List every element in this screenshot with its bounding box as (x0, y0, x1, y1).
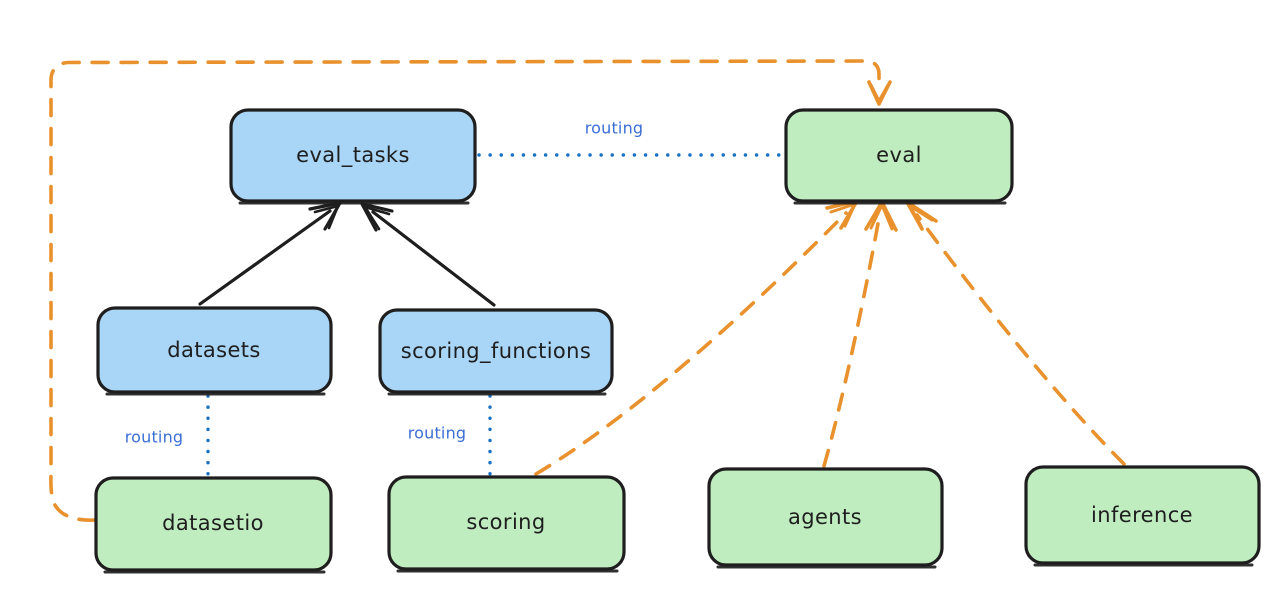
node-eval-tasks-box[interactable] (229, 108, 477, 203)
node-agents[interactable]: agents (707, 467, 944, 569)
node-inference[interactable]: inference (1024, 465, 1261, 567)
edge-datasets-datasetio: routing (125, 394, 210, 477)
node-scoring-label: scoring (466, 510, 545, 534)
node-agents-box[interactable] (707, 467, 944, 567)
edge-inference-eval-line (915, 213, 1126, 466)
edge-scoring-eval-arrowhead-2 (829, 202, 857, 228)
node-eval-tasks[interactable]: eval_tasks (229, 108, 477, 205)
edge-datasets-eval-tasks-line (198, 209, 332, 306)
node-layer: eval_tasks eval datasets scoring_functio… (94, 108, 1261, 574)
node-datasetio[interactable]: datasetio (94, 476, 333, 574)
edge-datasetio-eval-arrowhead-2 (869, 83, 890, 103)
edge-label-routing-1: routing (585, 119, 644, 138)
node-datasetio-label: datasetio (162, 511, 264, 535)
node-eval-box[interactable] (784, 108, 1014, 203)
edge-agents-eval (822, 200, 898, 468)
node-datasets-box[interactable] (96, 306, 333, 394)
edge-inference-eval (905, 200, 1126, 466)
node-inference-box[interactable] (1024, 465, 1261, 565)
edge-datasets-eval-tasks-arrowhead-2 (313, 204, 340, 230)
edge-scoring-functions-scoring: routing (408, 394, 492, 476)
node-datasets[interactable]: datasets (96, 306, 333, 396)
node-scoring-functions[interactable]: scoring_functions (378, 308, 614, 396)
node-eval-tasks-label: eval_tasks (296, 143, 410, 168)
edge-agents-eval-arrowhead (864, 200, 898, 232)
edge-datasetio-eval-line (49, 59, 881, 522)
node-datasetio-box[interactable] (94, 476, 333, 572)
edge-scoring-functions-eval-tasks-arrowhead-2 (363, 205, 391, 231)
edge-label-routing-3: routing (408, 424, 467, 443)
edge-inference-eval-arrowhead-2 (908, 204, 934, 228)
edge-agents-eval-line (822, 216, 881, 468)
node-datasets-label: datasets (167, 338, 261, 362)
edge-scoring-eval-line (534, 211, 848, 476)
node-eval[interactable]: eval (784, 108, 1014, 205)
node-scoring-functions-box[interactable] (378, 308, 614, 394)
edge-layer: routing routing routing (49, 59, 1126, 522)
edge-scoring-functions-eval-tasks-line (371, 210, 496, 307)
edge-agents-eval-arrowhead-2 (869, 203, 894, 231)
node-scoring-functions-label: scoring_functions (401, 339, 591, 364)
node-inference-label: inference (1091, 503, 1193, 527)
node-eval-label: eval (876, 143, 922, 167)
edge-eval-tasks-eval: routing (477, 119, 787, 157)
edge-label-routing-2: routing (125, 428, 184, 447)
node-agents-label: agents (788, 505, 862, 529)
edge-scoring-functions-eval-tasks (360, 202, 496, 307)
node-scoring-box[interactable] (387, 475, 626, 571)
edge-datasets-eval-tasks (198, 201, 342, 306)
node-scoring[interactable]: scoring (387, 475, 626, 573)
edge-datasetio-eval (49, 59, 892, 522)
